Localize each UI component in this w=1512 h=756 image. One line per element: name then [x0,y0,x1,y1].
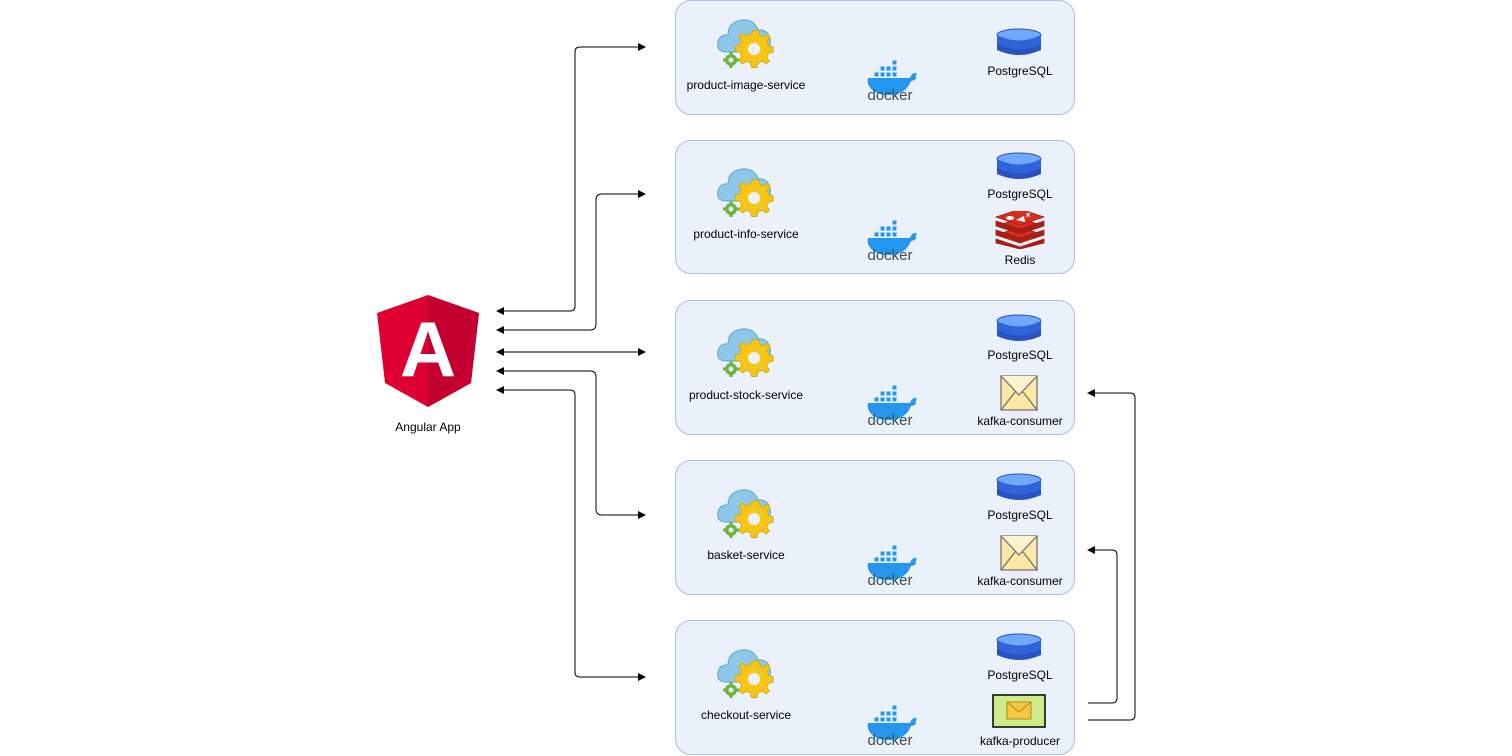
docker-label: docker [867,87,913,104]
angular-logo-icon [377,295,479,407]
service-gear-cloud-icon [716,644,774,707]
dependency-label: PostgreSQL [987,668,1053,682]
postgresql-db-icon[interactable] [996,28,1042,63]
service-name: checkout-service [700,708,792,722]
service-gear-cloud-icon [716,163,774,226]
docker-label: docker [867,732,913,749]
service-name: product-info-service [693,227,799,241]
dependency-label: kafka-consumer [977,574,1063,588]
dependency-label: PostgreSQL [987,64,1053,78]
dependency-label: kafka-producer [979,734,1061,748]
connector-producer-basket [1087,546,1118,704]
angular-app[interactable]: A [377,295,479,407]
service-gear-cloud-icon [716,14,774,77]
dependency-label: PostgreSQL [987,508,1053,522]
angular-app-label: Angular App [395,420,461,434]
kafka-consumer-envelope-icon[interactable] [1000,535,1038,576]
connector-angular-image [496,43,646,315]
dependency-label: PostgreSQL [987,348,1053,362]
docker-icon [864,59,918,109]
docker-icon [864,704,918,754]
connector-angular-checkout [496,386,646,681]
docker-label: docker [867,247,913,264]
docker-label: docker [867,412,913,429]
connector-angular-basket [496,367,646,519]
connector-producer-stock [1087,389,1136,721]
docker-icon [864,219,918,269]
kafka-consumer-envelope-icon[interactable] [1000,375,1038,416]
service-name: basket-service [707,548,785,562]
postgresql-db-icon[interactable] [996,152,1042,187]
kafka-producer-envelope-icon[interactable] [992,694,1046,733]
docker-icon [864,384,918,434]
dependency-label: Redis [1004,253,1036,267]
connector-angular-info [496,190,646,334]
postgresql-db-icon[interactable] [996,473,1042,508]
postgresql-db-icon[interactable] [996,314,1042,349]
service-box-0[interactable] [675,0,1075,115]
service-gear-cloud-icon [716,323,774,386]
dependency-label: kafka-consumer [977,414,1063,428]
dependency-label: PostgreSQL [987,187,1053,201]
service-name: product-stock-service [688,388,804,402]
angular-logo-letter: A [399,305,457,393]
docker-label: docker [867,572,913,589]
docker-icon [864,544,918,594]
redis-icon[interactable] [994,208,1046,254]
postgresql-db-icon[interactable] [996,633,1042,668]
service-gear-cloud-icon [716,484,774,547]
service-name: product-image-service [686,78,806,92]
